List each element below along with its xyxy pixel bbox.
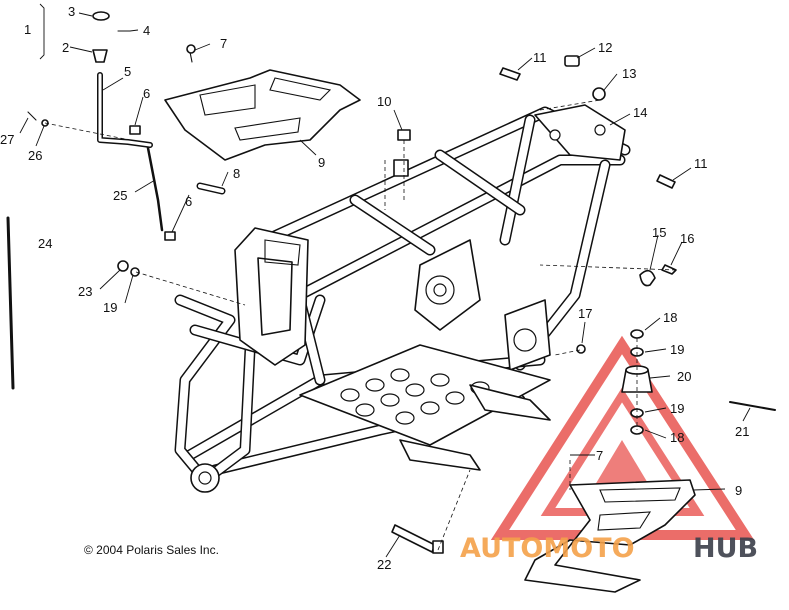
watermark-text: AUTOMOTO HUB bbox=[460, 533, 758, 564]
callout-6a: 6 bbox=[143, 86, 150, 101]
callout-19c: 19 bbox=[103, 300, 117, 315]
callout-3: 3 bbox=[68, 4, 75, 19]
callout-5: 5 bbox=[124, 64, 131, 79]
callout-15: 15 bbox=[652, 225, 666, 240]
callout-19b: 19 bbox=[670, 401, 684, 416]
callout-7b: 7 bbox=[596, 448, 603, 463]
callout-16: 16 bbox=[680, 231, 694, 246]
callout-18a: 18 bbox=[663, 310, 677, 325]
callout-24: 24 bbox=[38, 236, 52, 251]
callout-20: 20 bbox=[677, 369, 691, 384]
cover-plate-lower bbox=[524, 479, 696, 593]
callout-12: 12 bbox=[598, 40, 612, 55]
skid-plate-holes bbox=[340, 368, 490, 425]
callout-11a: 11 bbox=[533, 50, 547, 65]
callout-22: 22 bbox=[377, 557, 391, 572]
leader-lines bbox=[19, 3, 751, 558]
callout-labels: 1 2 3 4 5 6 6 7 7 8 9 9 10 11 11 12 13 1… bbox=[0, 4, 749, 572]
callout-23: 23 bbox=[78, 284, 92, 299]
callout-14: 14 bbox=[633, 105, 647, 120]
callout-4: 4 bbox=[143, 23, 150, 38]
small-parts bbox=[6, 11, 776, 554]
callout-26: 26 bbox=[28, 148, 42, 163]
callout-10: 10 bbox=[377, 94, 391, 109]
callout-11b: 11 bbox=[694, 156, 708, 171]
watermark-hub: HUB bbox=[693, 533, 758, 564]
callout-7a: 7 bbox=[220, 36, 227, 51]
callout-6b: 6 bbox=[185, 194, 192, 209]
callout-2: 2 bbox=[62, 40, 69, 55]
watermark-auto: AUTOMOTO bbox=[460, 533, 635, 564]
callout-13: 13 bbox=[622, 66, 636, 81]
callout-9b: 9 bbox=[735, 483, 742, 498]
callout-8: 8 bbox=[233, 166, 240, 181]
callout-9a: 9 bbox=[318, 155, 325, 170]
main-frame bbox=[174, 104, 631, 493]
callout-17: 17 bbox=[578, 306, 592, 321]
copyright-notice: © 2004 Polaris Sales Inc. bbox=[84, 543, 219, 557]
cover-plate-upper bbox=[164, 69, 361, 161]
callout-25: 25 bbox=[113, 188, 127, 203]
callout-21: 21 bbox=[735, 424, 749, 439]
callout-27: 27 bbox=[0, 132, 14, 147]
callout-19a: 19 bbox=[670, 342, 684, 357]
callout-1: 1 bbox=[24, 22, 31, 37]
callout-18b: 18 bbox=[670, 430, 684, 445]
